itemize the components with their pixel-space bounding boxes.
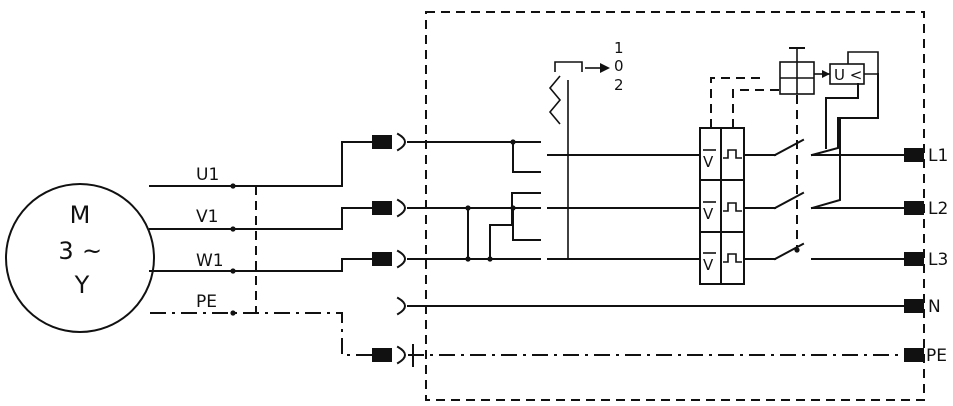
relay-trip-icon-2 [723,202,742,212]
relay-label-2: V [703,205,714,223]
terminal-label-u1: U1 [196,165,219,185]
relay-trip-icon-1 [723,149,742,159]
undervoltage-release: U < [810,51,879,210]
terminal-label-w1: W1 [196,251,224,271]
reset-button [779,47,815,95]
motor-ac-symbol: ~ [82,237,102,265]
switch-detent [548,75,562,125]
socket-v [396,198,406,218]
terminal-pe [904,348,924,362]
supply-label-l3: L3 [928,250,948,270]
terminal-l3 [904,252,924,266]
switch-position-2: 2 [614,76,624,94]
switch-handle [554,61,583,72]
socket-w [396,249,406,269]
supply-label-l2: L2 [928,199,948,219]
switch-arrow-icon [600,63,610,73]
internal-wiring [407,139,905,367]
supply-terminals [904,148,924,362]
relay-label-3: V [703,256,714,274]
selector-switch: 1 0 2 [548,39,624,259]
undervoltage-label: U < [834,66,862,84]
plug-w [372,252,392,266]
main-contacts [773,95,905,261]
motor-leads [149,141,373,356]
relay-label-1: V [703,153,714,171]
socket-u [396,132,406,152]
motor-connection-label: Y [74,271,90,299]
motor-phase-count: 3 [58,237,73,265]
motor-type-label: M [70,201,91,229]
plug-v [372,201,392,215]
motor: M 3 ~ Y [5,183,155,333]
terminal-label-v1: V1 [196,207,218,227]
supply-label-l1: L1 [928,146,948,166]
relay-trip-icon-3 [723,253,742,263]
terminal-l1 [904,148,924,162]
plug-connectors [372,132,406,365]
terminal-n [904,299,924,313]
overload-relay: V V V [699,77,780,285]
supply-label-n: N [928,297,941,317]
switch-position-0: 0 [614,57,624,75]
terminal-label-pe: PE [196,292,217,312]
supply-label-pe: PE [926,346,947,366]
socket-pe [396,345,406,365]
switch-position-1: 1 [614,39,624,57]
plug-u [372,135,392,149]
plug-pe [372,348,392,362]
undervoltage-arrow-icon [822,70,830,78]
motor-circle [5,183,155,333]
terminal-l2 [904,201,924,215]
socket-n [396,296,406,316]
